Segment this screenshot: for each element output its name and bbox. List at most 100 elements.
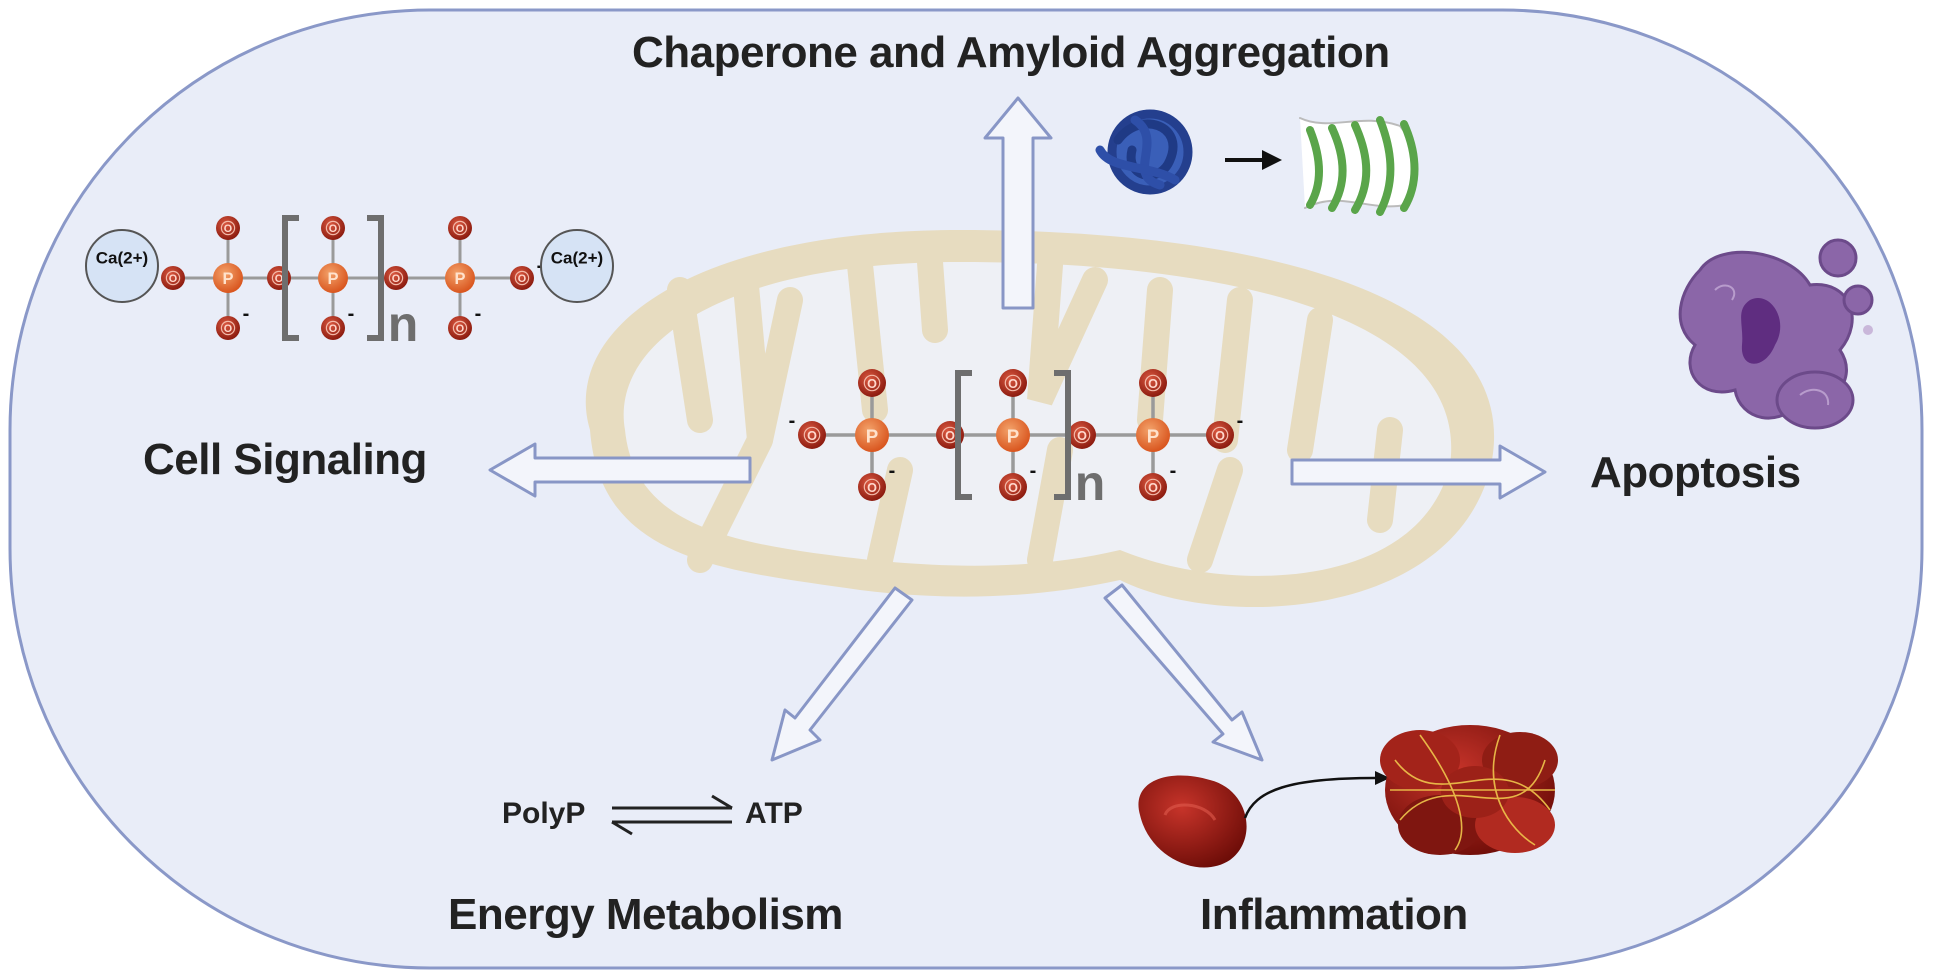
red-blood-cell-icon	[1138, 775, 1247, 868]
oxygen-label: O	[1008, 481, 1018, 495]
oxygen-ring	[863, 478, 881, 496]
oxygen-atom	[858, 473, 886, 501]
arrow-down-right-inflammation	[1103, 583, 1264, 762]
oxygen-label: O	[275, 273, 283, 285]
repeat-subscript: n	[388, 296, 419, 352]
charge-label: -	[348, 303, 355, 325]
oxygen-ring	[1144, 478, 1162, 496]
phosphorus-label: P	[1007, 426, 1019, 447]
oxygen-label: O	[224, 323, 232, 335]
label-cell-signaling: Cell Signaling	[143, 435, 427, 484]
oxygen-label: O	[867, 377, 877, 391]
oxygen-ring	[1004, 478, 1022, 496]
phosphorus-atom	[445, 263, 475, 293]
oxygen-label: O	[945, 429, 955, 443]
bracket-open	[282, 215, 299, 341]
oxygen-atom	[216, 216, 240, 240]
amyloid-fibril-icon	[1299, 116, 1419, 216]
oxygen-atom	[321, 216, 345, 240]
arrow-up-chaperone	[983, 96, 1053, 310]
label-inflammation: Inflammation	[1200, 890, 1468, 939]
oxygen-ring	[325, 320, 341, 336]
calcium-label: Ca(2+)	[96, 249, 148, 268]
oxygen-label: O	[807, 429, 817, 443]
phosphorus-atom	[213, 263, 243, 293]
oxygen-ring	[803, 426, 821, 444]
oxygen-ring	[452, 220, 468, 236]
oxygen-label: O	[456, 323, 464, 335]
oxygen-atom	[999, 473, 1027, 501]
oxygen-label: O	[1077, 429, 1087, 443]
curved-arrow-icon	[1243, 771, 1390, 819]
oxygen-label: O	[518, 273, 526, 285]
arrow-left-cell-signaling	[488, 442, 752, 498]
oxygen-ring	[1004, 374, 1022, 392]
oxygen-ring	[452, 320, 468, 336]
calcium-ion	[540, 229, 614, 303]
black-arrow-icon	[1225, 150, 1282, 170]
oxygen-label: O	[329, 323, 337, 335]
oxygen-atom	[1139, 369, 1167, 397]
bracket-open	[955, 370, 972, 500]
charge-label: -	[243, 303, 250, 325]
oxygen-atom	[448, 316, 472, 340]
charge-label: -	[1030, 460, 1037, 482]
mitochondrion	[585, 230, 1495, 608]
oxygen-atom	[216, 316, 240, 340]
phosphorus-atom	[1136, 418, 1170, 452]
charge-label: -	[475, 303, 482, 325]
calcium-ion	[85, 229, 159, 303]
oxygen-atom	[798, 421, 826, 449]
phosphorus-label: P	[222, 270, 233, 288]
oxygen-label: O	[456, 223, 464, 235]
calcium-label: Ca(2+)	[551, 249, 603, 268]
label-polyp: PolyP	[502, 797, 586, 830]
oxygen-label: O	[169, 273, 177, 285]
charge-label: -	[789, 410, 796, 432]
oxygen-label: O	[867, 481, 877, 495]
oxygen-ring	[220, 220, 236, 236]
oxygen-ring	[325, 220, 341, 236]
oxygen-ring	[1073, 426, 1091, 444]
oxygen-label: O	[1148, 481, 1158, 495]
charge-label: -	[1170, 460, 1177, 482]
oxygen-atom	[321, 316, 345, 340]
oxygen-label: O	[1215, 429, 1225, 443]
oxygen-atom	[1068, 421, 1096, 449]
oxygen-ring	[863, 374, 881, 392]
oxygen-atom	[384, 266, 408, 290]
oxygen-atom	[858, 369, 886, 397]
apoptotic-cell-icon	[1678, 238, 1874, 430]
oxygen-ring	[1211, 426, 1229, 444]
phosphorus-atom	[996, 418, 1030, 452]
charge-label: -	[889, 460, 896, 482]
label-chaperone-amyloid: Chaperone and Amyloid Aggregation	[632, 28, 1390, 77]
blood-clot-icon	[1380, 725, 1558, 855]
phosphorus-label: P	[454, 270, 465, 288]
phosphorus-atom	[855, 418, 889, 452]
label-energy-metabolism: Energy Metabolism	[448, 890, 843, 939]
oxygen-label: O	[329, 223, 337, 235]
oxygen-atom	[448, 216, 472, 240]
oxygen-ring	[220, 320, 236, 336]
oxygen-atom	[510, 266, 534, 290]
label-apoptosis: Apoptosis	[1590, 448, 1801, 497]
arrow-down-left-energy	[770, 586, 914, 762]
equilibrium-arrows-icon	[611, 794, 733, 836]
bracket-close	[1054, 370, 1071, 500]
oxygen-label: O	[392, 273, 400, 285]
unfolded-protein-icon	[1095, 109, 1193, 195]
oxygen-atom	[1139, 473, 1167, 501]
label-atp: ATP	[745, 797, 803, 830]
oxygen-ring	[165, 270, 181, 286]
oxygen-ring	[1144, 374, 1162, 392]
oxygen-label: O	[224, 223, 232, 235]
phosphorus-label: P	[866, 426, 878, 447]
arrow-right-apoptosis	[1290, 444, 1547, 500]
phosphorus-label: P	[327, 270, 338, 288]
oxygen-ring	[514, 270, 530, 286]
